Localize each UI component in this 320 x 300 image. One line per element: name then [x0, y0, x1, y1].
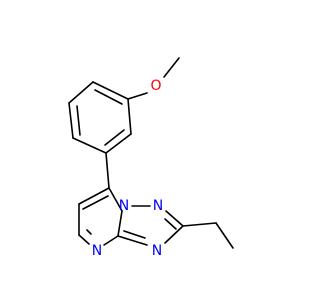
bond-phenyl-5-inner: [104, 129, 125, 146]
bond-triazole-4: [117, 235, 148, 246]
bond-phenyl-5: [105, 133, 132, 154]
bond-pyrimidine-1-inner: [82, 195, 109, 210]
bond-phenyl-6: [127, 98, 132, 135]
bond-pyrimidine-6: [108, 187, 123, 212]
bond-phenyl-3: [68, 102, 74, 139]
background: [0, 0, 300, 300]
bond-phenyl-1-inner: [94, 89, 123, 105]
nitrogen-label-triazole-bottom: N: [152, 243, 162, 259]
bond-ethyl-1: [182, 222, 217, 227]
bond-pyrimidine-5: [117, 210, 123, 237]
bond-triazole-3: [164, 225, 184, 244]
nitrogen-label-bridge: N: [119, 198, 129, 214]
bond-phenyl-3-inner: [76, 105, 81, 136]
bond-methyl-oxygen: [163, 57, 180, 78]
structure-canvas: O N N N N: [0, 0, 300, 300]
bond-oxygen-ring: [127, 92, 148, 100]
nitrogen-label-triazole-top: N: [153, 198, 163, 214]
bond-triazole-4-inner: [123, 230, 146, 239]
oxygen-label: O: [150, 78, 161, 94]
bond-phenyl-pyrimidine: [105, 152, 110, 189]
bond-triazole-2-inner: [164, 218, 177, 230]
nitrogen-label-pyrimidine: N: [92, 243, 102, 259]
molecule-drawing: O N N N N: [0, 0, 300, 300]
bond-pyrimidine-1: [78, 187, 110, 205]
bond-phenyl-2: [68, 81, 94, 104]
bond-triazole-2: [165, 210, 184, 227]
bond-ethyl-2: [215, 222, 234, 249]
bond-pyrimidine-3: [78, 234, 90, 245]
bond-phenyl-1: [92, 81, 129, 100]
bond-pyrimidine-3-inner: [86, 229, 92, 235]
bond-phenyl-4: [72, 137, 107, 154]
bond-pyrimidine-4: [103, 235, 119, 246]
